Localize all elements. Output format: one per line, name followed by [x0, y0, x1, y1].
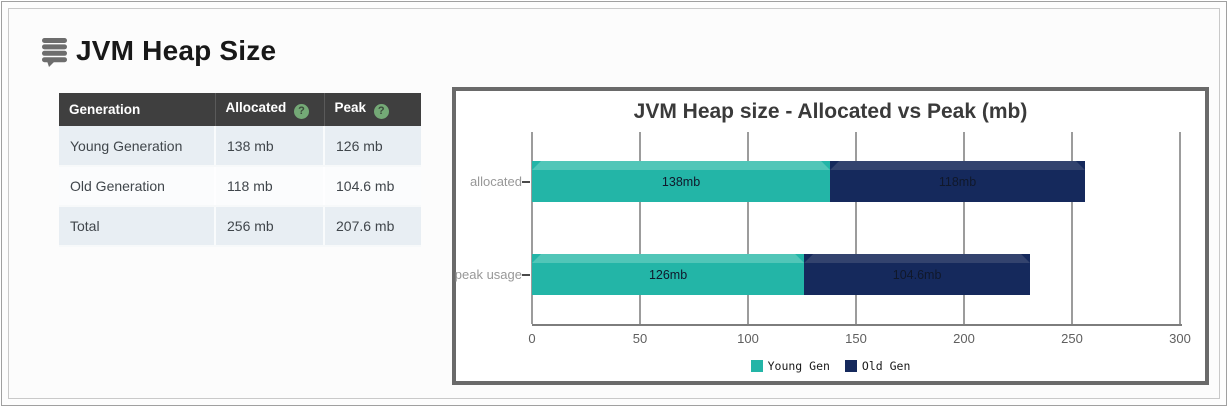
page-title: JVM Heap Size: [76, 35, 277, 66]
column-header-allocated: Allocated ?: [214, 93, 324, 126]
grid-line: [1071, 132, 1073, 324]
grid-line: [963, 132, 965, 324]
help-icon[interactable]: ?: [294, 104, 310, 119]
bar-value-label: 138mb: [661, 174, 701, 189]
grid-line: [531, 132, 533, 324]
table-row: Old Generation 118 mb 104.6 mb: [59, 166, 421, 207]
heap-chart: JVM Heap size - Allocated vs Peak (mb) Y…: [452, 87, 1209, 385]
legend-label: Old Gen: [861, 359, 911, 373]
table-header-row: Generation Allocated ? Peak ?: [59, 93, 421, 126]
chart-title: JVM Heap size - Allocated vs Peak (mb): [633, 100, 1028, 123]
column-header-label: Peak: [334, 100, 367, 115]
table-row: Young Generation 138 mb 126 mb: [59, 126, 421, 167]
cell-peak: 126 mb: [323, 126, 421, 167]
bar-value-label: 104.6mb: [892, 267, 942, 282]
chart-legend: Young Gen Old Gen: [456, 359, 1205, 373]
bar-segment[interactable]: 118mb: [830, 161, 1085, 202]
cell-peak: 104.6 mb: [323, 166, 421, 207]
jvm-heap-panel: JVM Heap Size Generation Allocated ? Pea…: [8, 8, 1220, 399]
x-tick-label: 100: [737, 331, 759, 346]
x-tick-label: 150: [845, 331, 867, 346]
legend-swatch: [750, 360, 763, 372]
bar-segment[interactable]: 138mb: [532, 161, 831, 202]
x-tick-label: 250: [1061, 331, 1083, 346]
category-tick: [522, 273, 530, 276]
category-label: peak usage: [454, 266, 522, 282]
category-tick: [522, 180, 530, 183]
column-header-label: Allocated: [225, 100, 287, 115]
comment-lines-icon: [41, 36, 68, 67]
grid-line: [639, 132, 641, 324]
bar-segment[interactable]: 126mb: [532, 254, 805, 295]
panel-header: JVM Heap Size: [41, 35, 276, 67]
legend-item: Young Gen: [750, 359, 830, 373]
cell-allocated: 118 mb: [214, 166, 324, 207]
cell-allocated: 138 mb: [214, 126, 324, 167]
bar-bevel: [532, 161, 830, 170]
column-header-label: Generation: [69, 102, 141, 117]
x-tick-label: 300: [1169, 331, 1191, 346]
legend-item: Old Gen: [844, 359, 911, 373]
bar-segment[interactable]: 104.6mb: [804, 254, 1031, 295]
grid-line: [747, 132, 749, 324]
cell-generation: Young Generation: [59, 126, 215, 167]
bar-bevel: [804, 254, 1030, 263]
table-row: Total 256 mb 207.6 mb: [59, 206, 421, 247]
x-tick-label: 200: [953, 331, 975, 346]
bar-bevel: [830, 161, 1085, 170]
x-tick-label: 50: [632, 331, 648, 346]
legend-swatch: [844, 360, 857, 372]
bar-bevel: [532, 254, 804, 263]
grid-line: [1179, 132, 1181, 324]
cell-peak: 207.6 mb: [323, 206, 421, 247]
cell-generation: Old Generation: [59, 166, 215, 207]
help-icon[interactable]: ?: [373, 104, 389, 119]
cell-allocated: 256 mb: [214, 206, 324, 247]
legend-label: Young Gen: [767, 359, 830, 373]
x-tick-label: 0: [528, 331, 536, 346]
bar-value-label: 126mb: [648, 267, 688, 282]
grid-line: [855, 132, 857, 324]
x-axis-line: [532, 324, 1182, 326]
bar-value-label: 118mb: [938, 174, 977, 189]
cell-generation: Total: [59, 206, 215, 247]
category-label: allocated: [469, 173, 522, 189]
heap-size-table: Generation Allocated ? Peak ? Young Gene…: [59, 93, 421, 247]
column-header-generation: Generation: [59, 93, 215, 126]
column-header-peak: Peak ?: [323, 93, 421, 126]
